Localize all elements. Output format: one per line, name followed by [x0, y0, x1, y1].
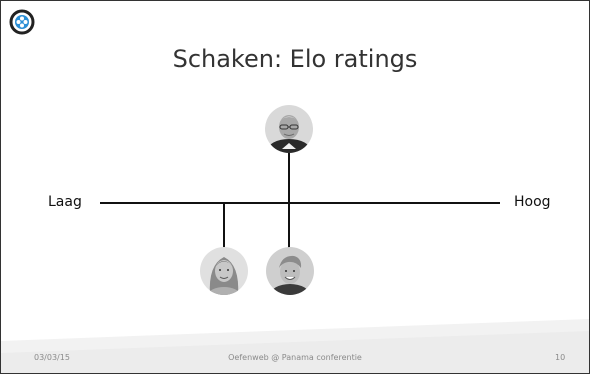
person-right-photo	[266, 247, 314, 295]
logo-icon	[9, 9, 35, 35]
slide-title: Schaken: Elo ratings	[172, 45, 418, 73]
footer-date: 03/03/15	[34, 353, 70, 362]
axis-label-low: Laag	[48, 194, 82, 210]
footer-center-text: Oefenweb @ Panama conferentie	[228, 353, 362, 362]
rating-axis-line	[100, 202, 500, 204]
footer-band	[1, 313, 589, 373]
connector-top-right	[288, 141, 290, 251]
person-left-photo	[200, 247, 248, 295]
connector-left	[223, 202, 225, 248]
axis-label-high: Hoog	[514, 194, 551, 210]
person-top-photo	[265, 105, 313, 153]
footer-page-number: 10	[555, 353, 566, 362]
